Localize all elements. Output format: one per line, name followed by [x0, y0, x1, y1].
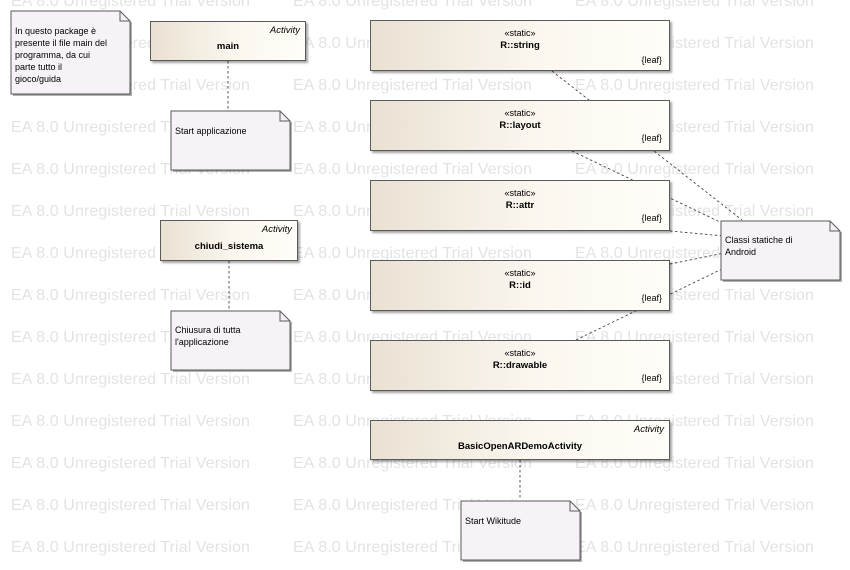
class-name: R::drawable — [492, 360, 548, 371]
leaf-tag: {leaf} — [641, 213, 662, 223]
class-name: R::id — [509, 280, 531, 291]
class-name: R::string — [500, 40, 540, 51]
stereotype-label: «static» — [504, 28, 536, 38]
class-name: R::attr — [505, 200, 535, 211]
note-chiusura[interactable]: Chiusura di tutta l'applicazione — [170, 310, 292, 372]
stereotype-label: «static» — [504, 268, 536, 278]
stereotype-label: «static» — [504, 348, 536, 358]
leaf-tag: {leaf} — [641, 133, 662, 143]
note-text: Classi statiche di Android — [725, 235, 793, 257]
note-classi-statiche[interactable]: Classi statiche di Android — [720, 220, 842, 282]
activity-keyword: Activity — [269, 25, 300, 36]
note-text: Chiusura di tutta l'applicazione — [175, 325, 241, 347]
note-shape — [170, 110, 292, 172]
connector-id-classi — [669, 252, 725, 265]
activity-keyword: Activity — [261, 224, 292, 235]
class-r-string[interactable]: «static» R::string {leaf} — [370, 20, 670, 71]
activity-chiudi-sistema[interactable]: Activity chiudi_sistema — [160, 220, 298, 261]
stereotype-label: «static» — [504, 108, 536, 118]
leaf-tag: {leaf} — [641, 55, 662, 65]
note-start-wikitude[interactable]: Start Wikitude — [460, 500, 582, 562]
connector-layout-classi — [571, 150, 725, 225]
class-r-id[interactable]: «static» R::id {leaf} — [370, 260, 670, 311]
activity-name: chiudi_sistema — [194, 241, 264, 252]
note-text: In questo package è presente il file mai… — [15, 26, 108, 84]
connector-attr-classi — [669, 230, 725, 237]
note-text: Start Wikitude — [465, 516, 522, 526]
class-r-layout[interactable]: «static» R::layout {leaf} — [370, 100, 670, 151]
class-r-attr[interactable]: «static» R::attr {leaf} — [370, 180, 670, 231]
activity-main[interactable]: Activity main — [150, 21, 306, 61]
activity-name: main — [216, 41, 240, 52]
activity-keyword: Activity — [633, 424, 664, 435]
activity-name: BasicOpenARDemoActivity — [457, 441, 583, 452]
note-text: Start applicazione — [175, 126, 247, 136]
note-shape — [460, 500, 582, 562]
class-name: R::layout — [499, 120, 541, 131]
leaf-tag: {leaf} — [641, 293, 662, 303]
stereotype-label: «static» — [504, 188, 536, 198]
note-shape — [10, 10, 132, 96]
note-shape — [170, 310, 292, 372]
class-r-drawable[interactable]: «static» R::drawable {leaf} — [370, 340, 670, 391]
note-shape — [720, 220, 842, 282]
note-package[interactable]: In questo package è presente il file mai… — [10, 10, 132, 96]
note-start-applicazione[interactable]: Start applicazione — [170, 110, 292, 172]
leaf-tag: {leaf} — [641, 373, 662, 383]
activity-basic-openar-demo[interactable]: Activity BasicOpenARDemoActivity — [370, 420, 670, 460]
